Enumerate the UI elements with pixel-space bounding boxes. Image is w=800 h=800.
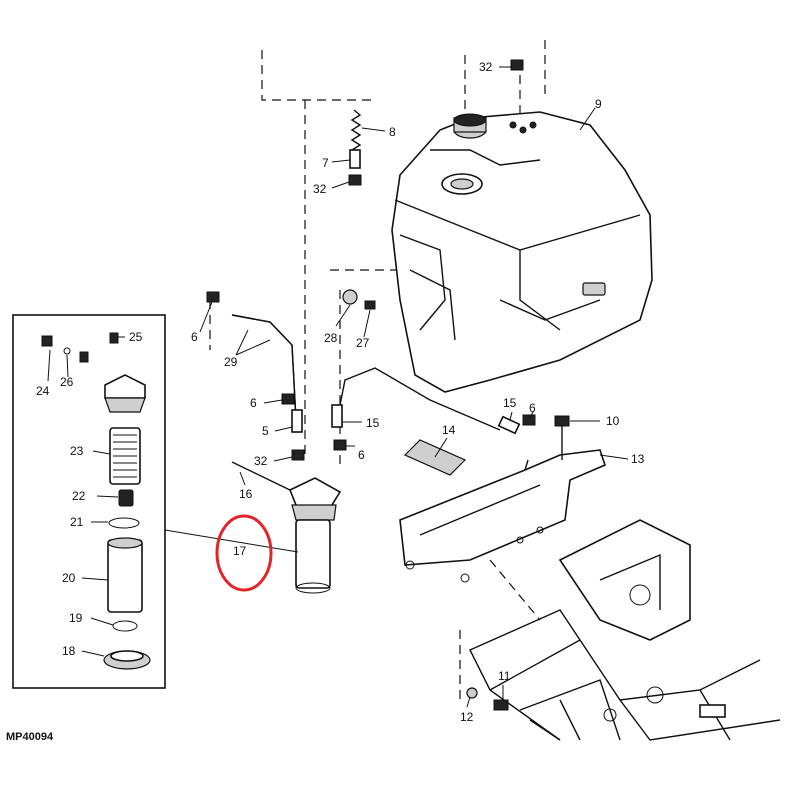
highlight-circle xyxy=(215,514,273,592)
inset-box xyxy=(12,314,299,689)
callout-label: 7 xyxy=(322,156,329,170)
callout-label: 8 xyxy=(389,125,396,139)
callout-label: 32 xyxy=(313,182,327,196)
callout-label: 6 xyxy=(358,448,365,462)
callout-label: 9 xyxy=(595,97,602,111)
callout-labels: 32 9 8 7 32 6 29 28 27 6 5 15 32 16 6 17… xyxy=(36,60,645,724)
callout-label: 22 xyxy=(72,489,86,503)
callout-label: 15 xyxy=(366,416,380,430)
callout-label: 16 xyxy=(239,487,253,501)
callout-label: 6 xyxy=(250,396,257,410)
callout-label: 24 xyxy=(36,384,50,398)
callout-label: 6 xyxy=(529,401,536,415)
callout-label: 10 xyxy=(606,414,620,428)
figure-id: MP40094 xyxy=(6,731,54,743)
callout-label: 20 xyxy=(62,571,76,585)
callout-label: 13 xyxy=(631,452,645,466)
callout-label: 18 xyxy=(62,644,76,658)
hardware-bolts xyxy=(206,59,570,711)
callout-label: 17 xyxy=(233,544,247,558)
fuel-hoses xyxy=(231,314,521,435)
fuel-tank xyxy=(391,111,653,393)
callout-label: 27 xyxy=(356,336,370,350)
callout-label: 14 xyxy=(442,423,456,437)
callout-label: 5 xyxy=(262,424,269,438)
decal-14 xyxy=(403,439,467,476)
callout-label: 19 xyxy=(69,611,83,625)
callout-label: 11 xyxy=(498,669,511,683)
spring-assembly xyxy=(348,109,362,186)
fuel-filter-17 xyxy=(288,477,342,594)
callout-label: 15 xyxy=(503,396,517,410)
callout-label: 25 xyxy=(129,330,143,344)
callout-label: 32 xyxy=(254,454,268,468)
callout-label: 28 xyxy=(324,331,338,345)
callout-label: 23 xyxy=(70,444,84,458)
callout-label: 21 xyxy=(70,515,84,529)
callout-label: 32 xyxy=(479,60,493,74)
callout-label: 12 xyxy=(460,710,474,724)
callout-label: 26 xyxy=(60,375,74,389)
mounting-bracket xyxy=(399,449,606,583)
machine-frame xyxy=(469,519,781,741)
leader-lines xyxy=(47,66,629,708)
callout-label: 6 xyxy=(191,330,198,344)
callout-label: 29 xyxy=(224,355,238,369)
